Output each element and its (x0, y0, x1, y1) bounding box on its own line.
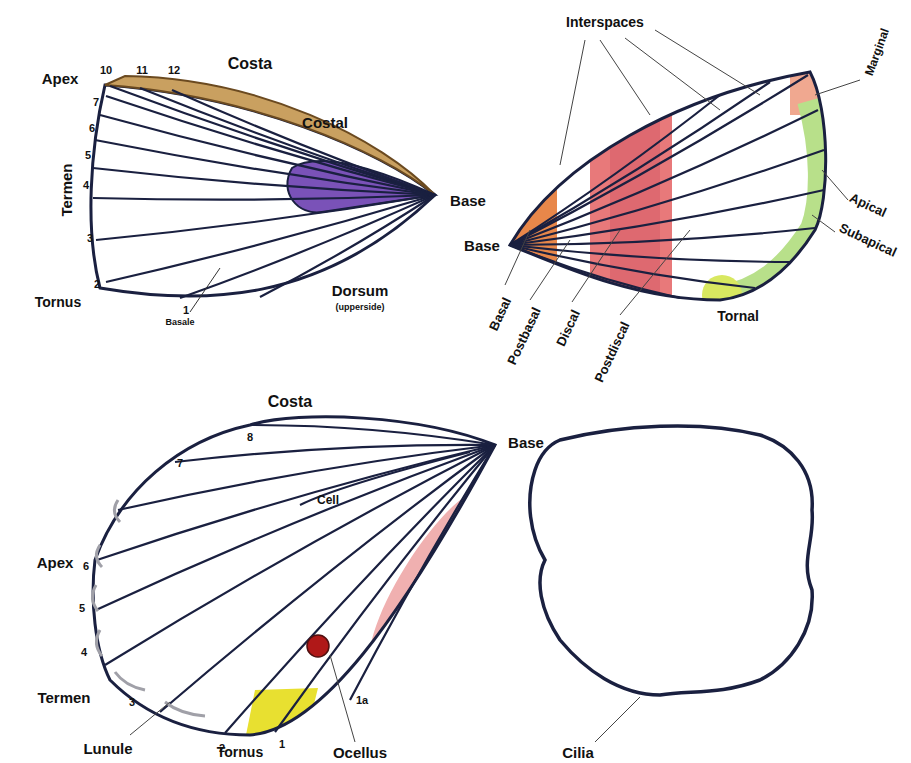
part-label: 7 (93, 97, 99, 108)
part-label: 5 (79, 603, 85, 614)
wing-vein (225, 445, 495, 733)
part-label: Base (464, 238, 500, 253)
wing-vein (95, 140, 435, 195)
wing-vein (250, 425, 495, 445)
part-label: 3 (129, 697, 135, 708)
part-label: Base (450, 193, 486, 208)
part-label: Basal (487, 296, 513, 333)
part-label: 1 (279, 739, 285, 750)
wing-vein (510, 245, 790, 262)
part-label: Costal (302, 115, 348, 130)
wing-vein (260, 195, 435, 297)
wing-vein (118, 445, 495, 510)
part-label: Ocellus (333, 744, 387, 759)
part-label: 7 (177, 458, 183, 469)
wing-vein (510, 110, 818, 245)
part-label: 4 (81, 647, 87, 658)
part-label: Apical (848, 191, 889, 219)
part-label: Dorsum (332, 283, 389, 298)
part-label: Subapical (837, 221, 898, 259)
wing-vein (180, 195, 435, 298)
part-label: 6 (83, 561, 89, 572)
part-label: Cell (317, 494, 339, 506)
part-label: 1a (356, 695, 368, 706)
wing-outline-cilia (530, 426, 813, 742)
hindwing (92, 417, 509, 742)
wing-vein (100, 115, 435, 195)
wing-vein (93, 168, 435, 195)
wing-vein (140, 88, 435, 195)
wing-vein (106, 96, 435, 195)
part-label: 5 (85, 150, 91, 161)
wing-vein (110, 86, 435, 195)
part-label: Tornal (717, 309, 759, 323)
wing-vein (510, 75, 808, 245)
part-label: (upperside) (335, 303, 384, 312)
part-label: 3 (87, 233, 93, 244)
forewing-bands (505, 30, 860, 315)
wing-vein (510, 190, 824, 245)
part-label: Tornus (35, 295, 81, 309)
part-label: 8 (247, 432, 253, 443)
part-label: Apex (37, 555, 74, 570)
part-label: 6 (89, 123, 95, 134)
part-label: 10 (100, 65, 112, 76)
part-label: 2 (94, 279, 100, 290)
part-label: Marginal (863, 27, 891, 77)
part-label: 11 (136, 65, 148, 76)
wing-vein (175, 445, 495, 462)
forewing-upperside (91, 76, 435, 312)
part-label: Termen (59, 163, 74, 216)
part-label: 4 (83, 180, 89, 191)
part-label: 1 (183, 305, 189, 316)
part-label: Apex (42, 71, 79, 86)
wing-vein (93, 195, 435, 200)
part-label: Termen (37, 690, 90, 705)
part-label: Discal (554, 308, 582, 348)
wing-vein (275, 445, 495, 732)
wing-vein (350, 445, 495, 700)
part-label: Interspaces (566, 15, 644, 29)
part-label: Postbasal (505, 305, 543, 366)
wing-vein (105, 445, 495, 665)
part-label: 12 (168, 65, 180, 76)
part-label: Costa (268, 394, 312, 410)
part-label: Cilia (562, 744, 594, 759)
part-label: Tornus (217, 745, 263, 759)
part-label: Costa (228, 56, 272, 72)
wing-vein (510, 228, 815, 245)
part-label: Basale (165, 318, 194, 327)
wing-vein (510, 245, 680, 298)
part-label: Base (508, 435, 544, 450)
wing-vein (97, 445, 495, 560)
wing-vein (96, 445, 495, 610)
part-label: Lunule (83, 741, 132, 756)
part-label: Postdiscal (592, 320, 631, 384)
wing-vein (510, 245, 755, 288)
wing-vein (106, 195, 435, 282)
wing-vein (510, 150, 824, 245)
wing-vein (510, 82, 770, 245)
wing-vein (160, 445, 495, 712)
